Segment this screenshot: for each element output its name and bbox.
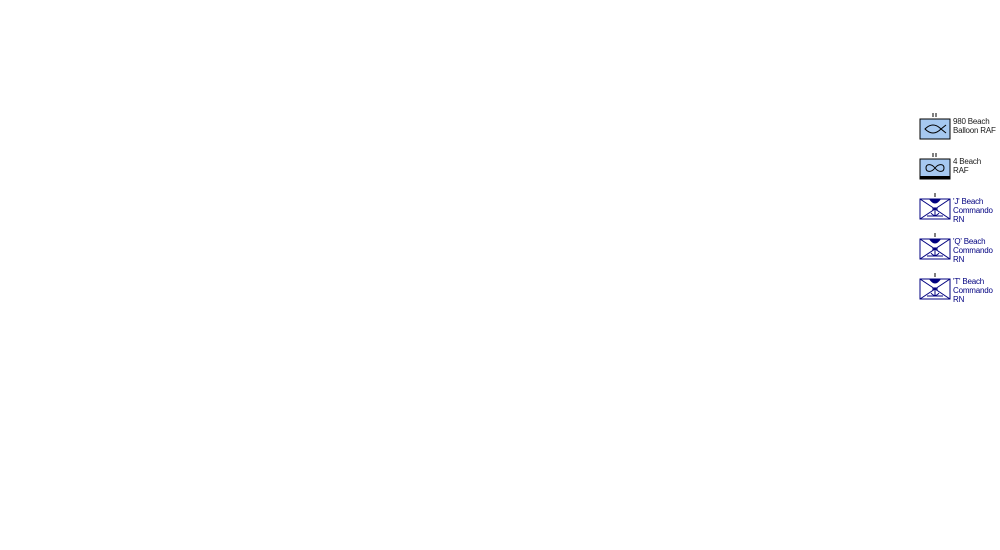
unit-label: 'T' Beach Commando RN bbox=[953, 277, 993, 304]
beach-anchor-icon bbox=[919, 193, 951, 220]
balloon-icon bbox=[919, 113, 951, 140]
unit-j-beach-commando-rn[interactable]: 'J' Beach Commando RN bbox=[919, 192, 999, 228]
unit-4-beach-raf[interactable]: 4 Beach RAF bbox=[919, 152, 999, 188]
infinity-icon bbox=[919, 153, 951, 180]
unit-label: 980 Beach Balloon RAF bbox=[953, 117, 996, 135]
unit-q-beach-commando-rn[interactable]: 'Q' Beach Commando RN bbox=[919, 232, 999, 268]
unit-label: 4 Beach RAF bbox=[953, 157, 981, 175]
unit-980-beach-balloon-raf[interactable]: 980 Beach Balloon RAF bbox=[919, 112, 999, 148]
beach-anchor-icon bbox=[919, 273, 951, 300]
beach-anchor-icon bbox=[919, 233, 951, 260]
unit-t-beach-commando-rn[interactable]: 'T' Beach Commando RN bbox=[919, 272, 999, 308]
unit-label: 'Q' Beach Commando RN bbox=[953, 237, 993, 264]
unit-label: 'J' Beach Commando RN bbox=[953, 197, 993, 224]
